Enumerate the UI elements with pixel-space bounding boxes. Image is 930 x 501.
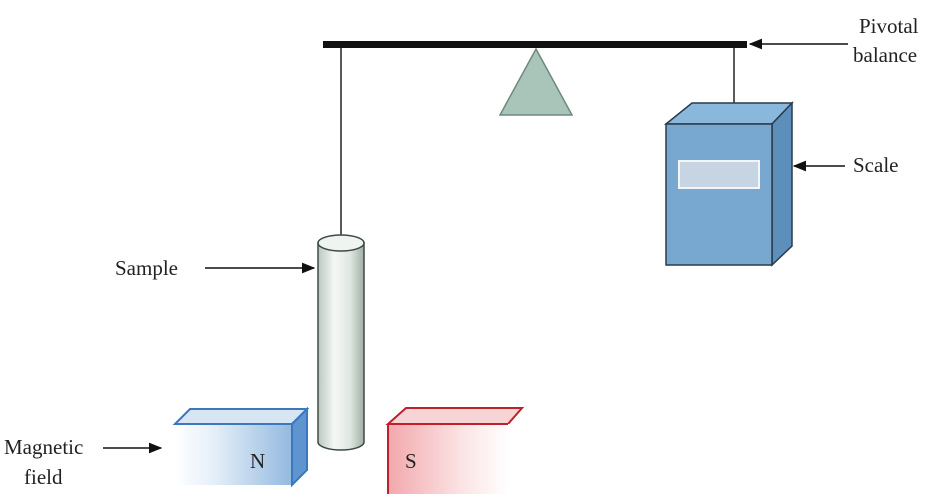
scale-front-face — [665, 123, 773, 266]
north-magnet — [172, 406, 310, 488]
sample-label: Sample — [115, 256, 178, 280]
pivotal-balance-label-line2: balance — [853, 43, 917, 67]
north-pole-label: N — [250, 449, 265, 473]
magnetic-field-label-line2: field — [24, 465, 63, 489]
south-magnet-top — [385, 407, 525, 425]
sample-tube — [317, 234, 365, 451]
sample-tube-top — [317, 234, 365, 252]
scale-side-face — [771, 101, 793, 267]
scale-top-face — [663, 102, 794, 125]
sample-tube-body — [317, 242, 365, 451]
north-magnet-side — [291, 406, 308, 488]
magnetic-field-label-line1: Magnetic — [4, 435, 83, 459]
balance-fulcrum — [498, 47, 574, 116]
north-magnet-top — [172, 408, 310, 425]
scale-label: Scale — [853, 153, 898, 177]
balance-beam — [323, 41, 747, 48]
pivotal-balance-label-line1: Pivotal — [859, 14, 919, 38]
scale-display-window — [678, 160, 760, 189]
south-magnet — [385, 407, 525, 494]
north-magnet-front — [175, 424, 292, 485]
scale-box — [663, 101, 794, 267]
south-pole-label: S — [405, 449, 417, 473]
south-magnet-front — [389, 424, 509, 494]
